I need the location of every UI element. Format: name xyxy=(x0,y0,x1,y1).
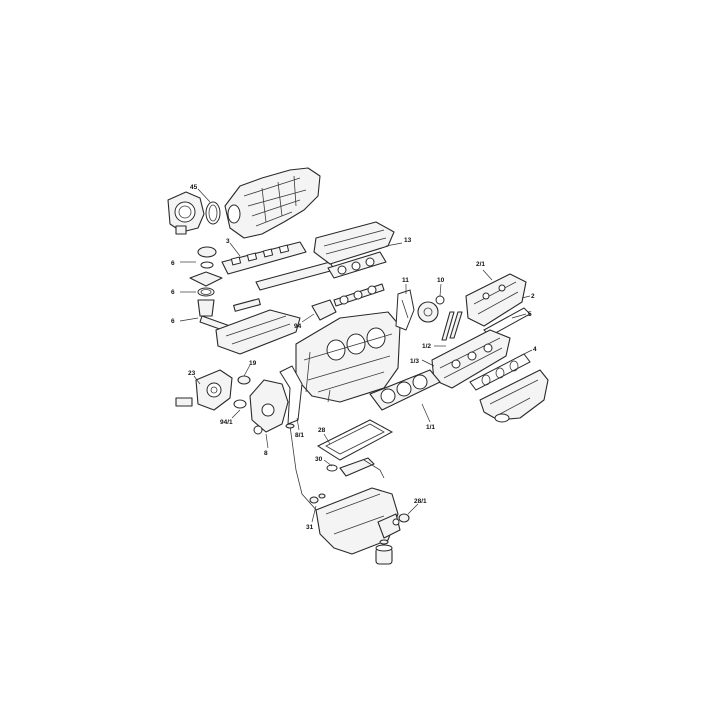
exhaust-gasket xyxy=(469,353,531,391)
callout-94: 94 xyxy=(294,323,302,330)
callout-1-3: 1/3 xyxy=(410,358,419,365)
callout-30: 30 xyxy=(315,456,323,463)
camshaft xyxy=(333,283,385,307)
oil-pan-gasket xyxy=(316,419,394,461)
throttle-body-gasket xyxy=(205,201,221,225)
gasket-94 xyxy=(311,299,337,321)
callout-2-1: 2/1 xyxy=(476,261,485,268)
timing-gear xyxy=(417,295,445,323)
callout-6-middle: 6 xyxy=(171,289,175,296)
front-cover xyxy=(249,379,289,435)
callout-1-2: 1/2 xyxy=(422,343,431,350)
cylinder-head-left xyxy=(313,221,395,279)
intake-gaskets xyxy=(221,241,335,291)
engine-block xyxy=(295,311,401,403)
callout-1-1: 1/1 xyxy=(426,424,435,431)
timing-chain xyxy=(395,289,415,331)
callout-6-bottom: 6 xyxy=(171,318,175,325)
oil-filter xyxy=(375,539,393,565)
callouts: 45 3 13 6 6 6 94 11 10 2/1 2 5 1/2 1/3 4… xyxy=(171,184,537,531)
callout-8-1: 8/1 xyxy=(295,432,304,439)
dipstick-tube xyxy=(285,423,319,513)
exhaust-manifold xyxy=(479,369,549,423)
oil-pan xyxy=(315,487,401,555)
thermostat xyxy=(233,375,251,409)
valve-cover-left xyxy=(215,298,301,355)
callout-45: 45 xyxy=(190,184,198,191)
head-bolts xyxy=(441,311,463,341)
callout-10: 10 xyxy=(437,277,445,284)
callout-28: 28 xyxy=(318,427,326,434)
oil-filler-cap xyxy=(189,246,231,333)
front-cover-gasket xyxy=(279,365,303,425)
callout-5: 5 xyxy=(528,311,532,318)
intake-manifold xyxy=(224,167,321,239)
head-gasket xyxy=(369,369,441,411)
oil-pan-bolts xyxy=(309,493,326,504)
callout-28-1: 28/1 xyxy=(414,498,427,505)
leader-lines xyxy=(179,188,533,523)
water-pump xyxy=(175,369,233,411)
callout-11: 11 xyxy=(402,277,409,284)
callout-4: 4 xyxy=(533,346,537,353)
callout-2: 2 xyxy=(531,293,535,300)
valve-cover-right xyxy=(465,273,527,327)
drain-plug xyxy=(392,513,410,526)
callout-94-1: 94/1 xyxy=(220,419,233,426)
callout-6-top: 6 xyxy=(171,260,175,267)
throttle-body xyxy=(167,191,205,235)
callout-8: 8 xyxy=(264,450,268,457)
callout-13: 13 xyxy=(404,237,412,244)
callout-31: 31 xyxy=(306,524,314,531)
callout-23: 23 xyxy=(188,370,196,377)
callout-19: 19 xyxy=(249,360,257,367)
oil-pickup xyxy=(326,457,385,479)
callout-3: 3 xyxy=(226,238,230,245)
